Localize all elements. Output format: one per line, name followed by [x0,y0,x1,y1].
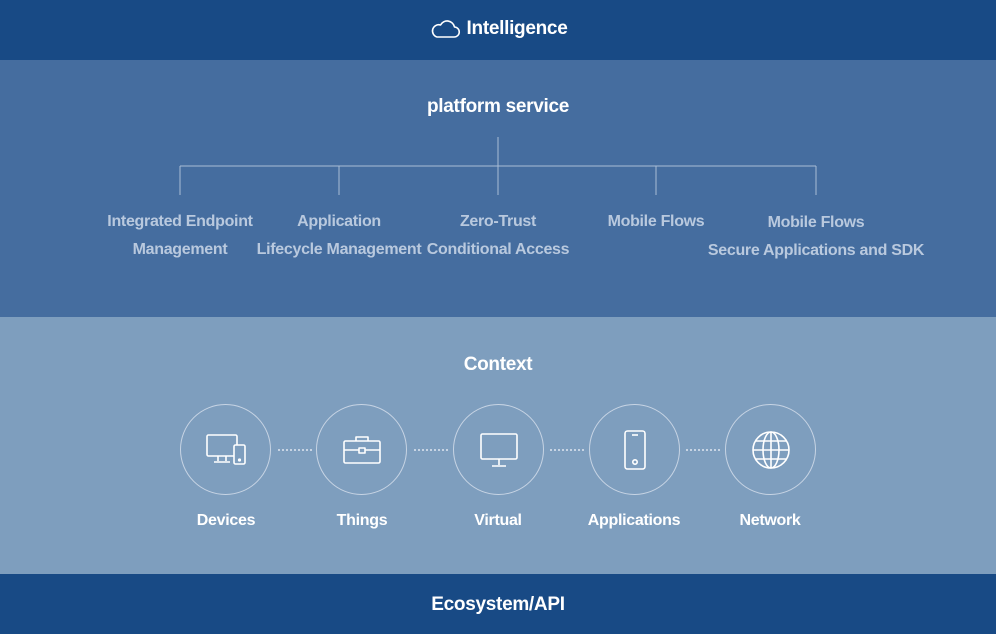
service-zero-trust-conditional-access: Zero-Trust Conditional Access [398,208,598,264]
service-line: Application [297,213,381,230]
service-line: Secure Applications and SDK [707,242,925,259]
intelligence-title: Intelligence [466,18,568,39]
platform-service-band: platform service Integrated Endpoint Man… [0,60,996,317]
context-label-devices: Devices [196,512,256,529]
context-title: Context [463,354,533,375]
context-circle-network [725,404,816,495]
context-dotted-connector [278,449,312,451]
service-mobile-flows-secure-applications: Mobile Flows Secure Applications and SDK [696,209,936,265]
cloud-icon [431,20,460,38]
context-dotted-connector [414,449,448,451]
service-line: Mobile Flows [767,214,865,231]
intelligence-band: Intelligence [0,0,996,60]
devices-icon [205,433,246,465]
service-line: Lifecycle Management [256,241,422,258]
service-line: Conditional Access [426,241,570,258]
service-line: Management [132,241,228,258]
context-label-things: Things [336,512,388,529]
context-dotted-connector [550,449,584,451]
platform-service-title: platform service [427,96,569,117]
service-mobile-flows: Mobile Flows [556,208,756,236]
briefcase-icon [342,435,381,464]
context-label-applications: Applications [587,512,681,529]
context-label-network: Network [739,512,801,529]
service-line: Zero-Trust [459,213,537,230]
context-circle-things [316,404,407,495]
context-dotted-connector [686,449,720,451]
service-application-lifecycle-management: Application Lifecycle Management [239,208,439,264]
smartphone-icon [623,429,646,470]
monitor-icon [479,432,518,467]
context-circle-applications [589,404,680,495]
service-line: Integrated Endpoint [107,213,253,230]
context-band: Context Devices Things Virtual [0,317,996,574]
service-tree-connectors [179,137,817,195]
service-integrated-endpoint-management: Integrated Endpoint Management [80,208,280,264]
service-line: Mobile Flows [607,213,705,230]
ecosystem-band: Ecosystem/API [0,574,996,634]
intelligence-heading: Intelligence [0,18,996,40]
globe-icon [751,430,790,469]
context-circle-virtual [453,404,544,495]
context-circle-devices [180,404,271,495]
context-label-virtual: Virtual [474,512,522,529]
ecosystem-title: Ecosystem/API [431,594,565,615]
